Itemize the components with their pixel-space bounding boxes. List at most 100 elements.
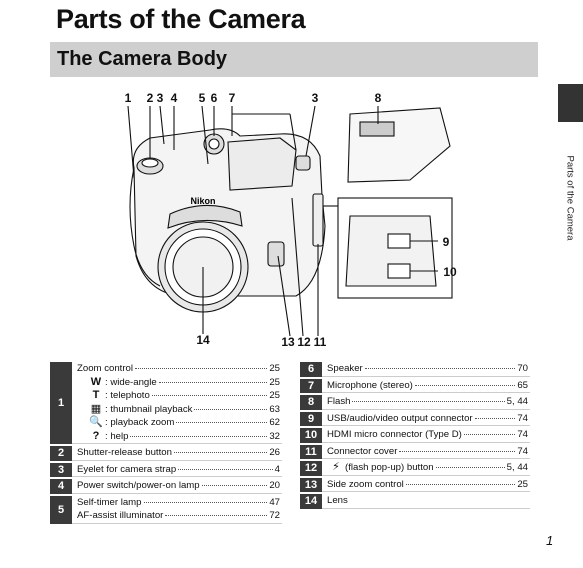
callout-10: 10: [443, 265, 457, 279]
part-line: Connector cover 74: [327, 445, 528, 459]
part-line: Microphone (stereo)65: [327, 379, 528, 393]
part-symbol: ⚡: [332, 461, 340, 473]
camera-diagram: Nikon 1 2 3 4 5 6 7 3 8 9 10 11 12 13 14: [110, 86, 470, 349]
part-label: HDMI micro connector (Type D): [327, 429, 462, 440]
part-number: 1: [50, 362, 72, 444]
page-reference: 74: [517, 445, 528, 457]
part-line: Zoom control 25: [77, 362, 280, 376]
part-description: ⚡ (flash pop-up) button 5, 44: [322, 461, 530, 476]
part-label: USB/audio/video output connector: [327, 412, 473, 424]
page-reference: 5, 44: [506, 462, 528, 473]
part-description: Connector cover 74: [322, 445, 530, 459]
part-number: 2: [50, 446, 72, 461]
part-number: 9: [300, 411, 322, 426]
callout-9: 9: [443, 235, 450, 249]
dot-leader: [173, 452, 268, 453]
part-label: (flash pop-up) button: [345, 462, 434, 473]
page-number: 1: [546, 533, 554, 548]
callout-7: 7: [229, 91, 236, 105]
dot-leader: [201, 485, 268, 486]
part-label: Self-timer lamp: [77, 496, 142, 508]
chapter-label: Parts of the Camera: [564, 155, 576, 241]
section-header: The Camera Body: [50, 42, 538, 77]
page-reference: 74: [517, 429, 528, 440]
dot-leader: [130, 435, 268, 437]
part-label: : playback zoom: [105, 417, 175, 428]
dot-leader: [414, 384, 516, 386]
part-label: Eyelet for camera strap: [77, 463, 177, 475]
part-label: : telephoto: [105, 390, 150, 401]
dot-leader: [399, 450, 516, 452]
callout-6: 6: [211, 91, 218, 105]
part-row: 12 ⚡ (flash pop-up) button 5, 44: [300, 461, 530, 476]
part-label: Zoom control: [77, 363, 133, 374]
part-number: 5: [50, 495, 72, 524]
part-label: Power switch/power-on lamp: [77, 480, 200, 491]
part-symbol: ▦: [90, 402, 102, 415]
callout-4: 4: [171, 91, 178, 105]
part-line: AF-assist illuminator 72: [77, 509, 280, 523]
part-line: HDMI micro connector (Type D) 74: [327, 428, 528, 442]
part-description: HDMI micro connector (Type D) 74: [322, 428, 530, 443]
page-reference: 47: [269, 496, 280, 508]
part-number: 6: [300, 362, 322, 377]
part-description: Side zoom control 25: [322, 478, 530, 492]
part-number: 14: [300, 494, 322, 509]
part-row: 2 Shutter-release button 26: [50, 446, 282, 461]
dot-leader: [158, 381, 268, 383]
part-number: 8: [300, 395, 322, 410]
dot-leader: [194, 408, 268, 410]
dot-leader: [364, 368, 516, 369]
part-row: 11 Connector cover 74: [300, 444, 530, 459]
part-number: 3: [50, 462, 72, 477]
page-reference: 63: [269, 403, 280, 415]
part-symbol: T: [92, 389, 100, 401]
part-number: 4: [50, 479, 72, 494]
dot-leader: [435, 467, 505, 468]
part-label: AF-assist illuminator: [77, 510, 164, 521]
page-reference: 62: [269, 417, 280, 428]
part-symbol: W: [90, 375, 102, 388]
part-number: 11: [300, 444, 322, 459]
page-reference: 5, 44: [506, 396, 528, 407]
part-description: Microphone (stereo)65: [322, 379, 530, 393]
callout-3b: 3: [312, 91, 319, 105]
callout-1: 1: [125, 91, 132, 105]
part-number: 12: [300, 461, 322, 476]
dot-leader: [474, 417, 516, 419]
part-label: Connector cover: [327, 445, 398, 457]
part-label: Side zoom control: [327, 478, 404, 490]
page-reference: 25: [517, 478, 528, 490]
page-reference: 25: [269, 390, 280, 401]
page-reference: 25: [269, 363, 280, 374]
dot-leader: [165, 515, 268, 516]
part-label: Shutter-release button: [77, 447, 172, 458]
dot-leader: [151, 395, 268, 396]
page-reference: 72: [269, 510, 280, 521]
page-reference: 26: [269, 447, 280, 458]
dot-leader: [405, 483, 516, 485]
part-number: 7: [300, 378, 322, 393]
dot-leader: [463, 434, 516, 435]
part-row: 7 Microphone (stereo)65: [300, 378, 530, 393]
